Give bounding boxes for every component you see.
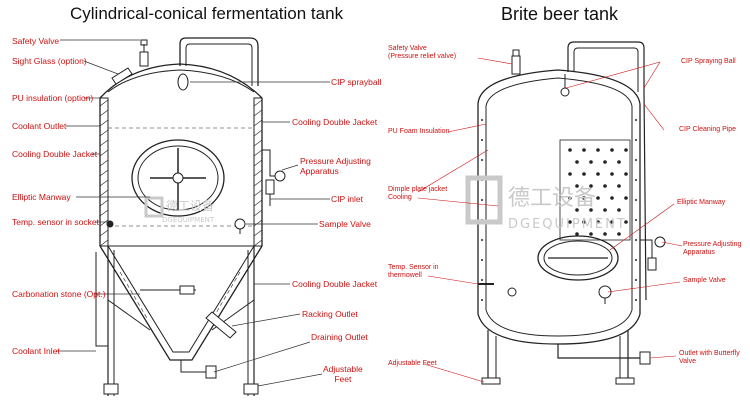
label-dimple-jacket: Dimple plate jacket Cooling bbox=[388, 186, 448, 201]
right-watermark-cn: 德工设备 bbox=[508, 186, 596, 211]
label-coolant-outlet: Coolant Outlet bbox=[12, 121, 67, 131]
label-cooling-double-jacket-left: Cooling Double Jacket bbox=[12, 149, 98, 159]
label-outlet-butterfly: Outlet with Butterfly Valve bbox=[679, 350, 740, 365]
right-watermark-en: DGEQUIPMENT bbox=[508, 217, 627, 232]
label-cip-spraying-ball: CIP Spraying Ball bbox=[681, 58, 736, 65]
left-leader-lines bbox=[56, 39, 330, 387]
label-draining-outlet: Draining Outlet bbox=[311, 332, 368, 342]
right-diagram-title: Brite beer tank bbox=[501, 4, 619, 24]
label-right-temp-sensor: Temp. Sensor in thermowell bbox=[388, 264, 439, 279]
dimple-plate-dots bbox=[568, 148, 628, 236]
label-temp-sensor: Temp. sensor in socket bbox=[12, 217, 99, 227]
left-watermark-cn: 德工设备 bbox=[166, 198, 214, 213]
label-elliptic-manway: Elliptic Manway bbox=[12, 192, 71, 202]
label-cip-inlet: CIP inlet bbox=[331, 194, 363, 204]
label-right-sample-valve: Sample Valve bbox=[683, 277, 726, 284]
label-cooling-double-jacket-lower: Cooling Double Jacket bbox=[292, 279, 378, 289]
right-leader-lines bbox=[417, 57, 683, 383]
label-cip-sprayball: CIP sprayball bbox=[331, 77, 382, 87]
label-right-adjustable-feet: Adjustable Feet bbox=[388, 360, 437, 367]
label-cip-cleaning-pipe: CIP Cleaning Pipe bbox=[679, 126, 737, 133]
label-cooling-double-jacket-right: Cooling Double Jacket bbox=[292, 117, 378, 127]
label-racking-outlet: Racking Outlet bbox=[302, 309, 358, 319]
label-sample-valve: Sample Valve bbox=[319, 219, 371, 229]
label-pu-insulation: PU insulation (option) bbox=[12, 93, 94, 103]
left-watermark-en: DGEQUIPMENT bbox=[162, 216, 215, 224]
right-watermark-logo: 德工设备 DGEQUIPMENT bbox=[465, 175, 627, 232]
label-pressure-adjusting: Pressure Adjusting Apparatus bbox=[300, 156, 371, 176]
left-watermark-logo: 德工设备 DGEQUIPMENT bbox=[144, 196, 215, 224]
brite-tank-drawing bbox=[477, 41, 666, 385]
label-adjustable-feet: Adjustable Feet bbox=[323, 364, 363, 384]
label-sight-glass: Sight Glass (option) bbox=[12, 56, 87, 66]
label-right-safety-valve: Safety Valve (Pressure relief valve) bbox=[388, 45, 457, 60]
label-carbonation-stone: Carbonation stone (Opt.) bbox=[12, 289, 106, 299]
label-pu-foam: PU Foam Insulation bbox=[388, 128, 450, 135]
left-diagram-title: Cylindrical-conical fermentation tank bbox=[70, 4, 344, 23]
label-right-elliptic-manway: Elliptic Manway bbox=[677, 199, 726, 206]
label-right-pressure-adjusting: Pressure Adjusting Apparatus bbox=[683, 241, 742, 256]
label-safety-valve: Safety Valve bbox=[12, 36, 60, 46]
label-coolant-inlet: Coolant Inlet bbox=[12, 346, 60, 356]
